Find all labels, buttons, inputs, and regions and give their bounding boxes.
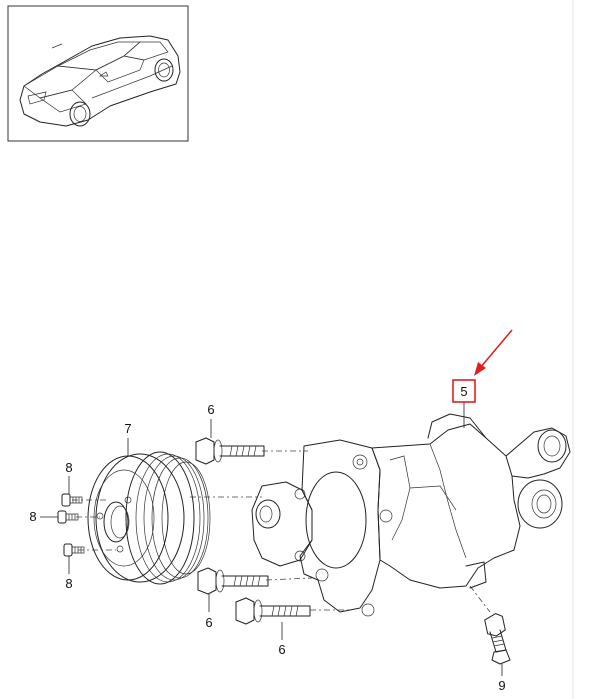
screw-top[interactable] (61, 493, 83, 507)
pulley[interactable] (87, 451, 211, 585)
bolt-lower-left[interactable] (197, 567, 269, 595)
callout-bolt-lower-left: 6 (205, 615, 212, 630)
thumbnail-frame (7, 5, 189, 142)
callout-screw-left: 8 (29, 509, 36, 524)
arrow-head-icon (474, 362, 486, 376)
callout-bolt-upper: 6 (207, 402, 214, 417)
pump-assembly[interactable] (251, 413, 571, 617)
callout-pulley: 7 (124, 421, 131, 436)
vehicle-thumbnail[interactable] (7, 5, 189, 142)
callout-screw-bottom: 8 (65, 576, 72, 591)
callout-screw-top: 8 (65, 460, 72, 475)
bolt-bottom[interactable] (484, 612, 511, 665)
screw-bottom[interactable] (63, 543, 85, 557)
bolt-lower-right[interactable] (235, 597, 311, 625)
assembly-lines (72, 450, 491, 613)
car-sedan-icon (19, 35, 181, 127)
callout-bolt-bottom: 9 (498, 678, 505, 693)
screw-left[interactable] (57, 510, 79, 524)
callout-pump: 5 (460, 384, 467, 399)
leader-lines (40, 402, 503, 676)
callout-bolt-lower-right: 6 (278, 642, 285, 657)
bolt-upper[interactable] (195, 437, 265, 465)
highlight-box (452, 379, 476, 403)
red-arrow-icon (479, 329, 513, 369)
pump-callout-highlight[interactable]: 5 (452, 329, 513, 403)
